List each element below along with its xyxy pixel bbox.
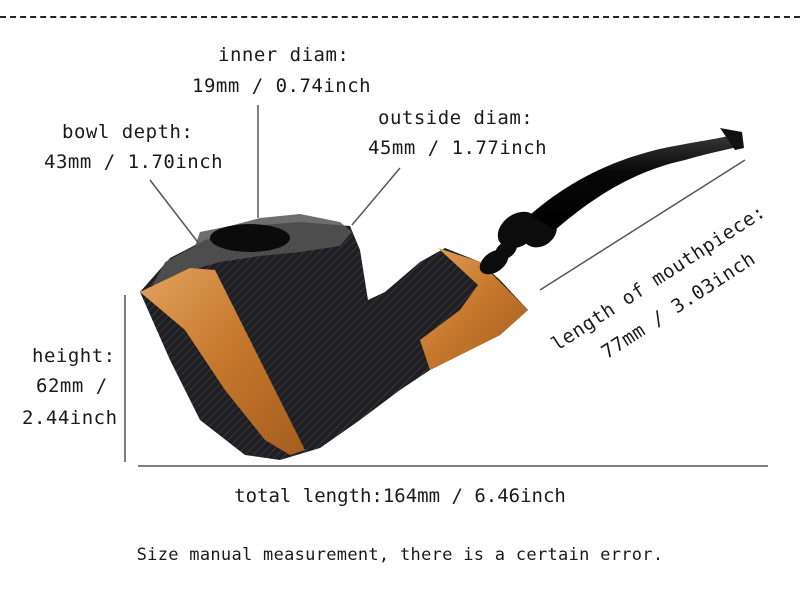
bowl-depth-title: bowl depth: — [62, 121, 194, 143]
inner-diam-value: 19mm / 0.74inch — [192, 75, 372, 97]
measurement-note: Size manual measurement, there is a cert… — [136, 545, 664, 565]
pipe-wood-band-bowl — [140, 268, 305, 455]
height-value-1: 62mm / — [36, 375, 108, 397]
pipe-mouthpiece — [530, 133, 742, 230]
inner-diam-title: inner diam: — [218, 44, 350, 66]
pipe-chamber — [210, 224, 290, 252]
pipe-rim — [150, 214, 352, 290]
total-length: total length:164mm / 6.46inch — [234, 485, 566, 507]
outside-diam-value: 45mm / 1.77inch — [368, 137, 548, 159]
height-title: height: — [32, 345, 116, 367]
pipe-wood-band-shank — [420, 248, 528, 370]
top-dashed-border — [0, 16, 800, 18]
bowl-depth-value: 43mm / 1.70inch — [44, 151, 224, 173]
height-value-2: 2.44inch — [22, 407, 118, 429]
outside-diam-title: outside diam: — [378, 107, 534, 129]
